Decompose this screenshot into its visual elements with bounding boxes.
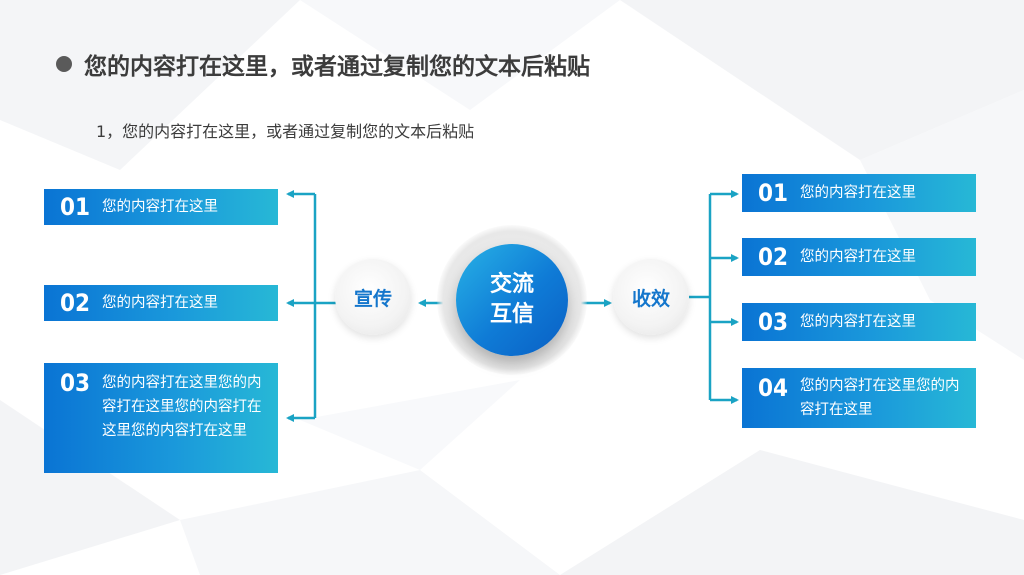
page-title: 您的内容打在这里，或者通过复制您的文本后粘贴	[84, 54, 590, 80]
right-item-text: 您的内容打在这里	[800, 249, 916, 265]
right-item-03: 03 您的内容打在这里	[742, 303, 976, 341]
left-item-number: 01	[60, 193, 91, 221]
left-item-03: 03 您的内容打在这里您的内容打在这里您的内容打在这里您的内容打在这里	[44, 363, 278, 473]
right-node-circle: 收效	[613, 259, 689, 335]
left-node-label: 宣传	[353, 287, 392, 310]
left-item-text: 您的内容打在这里	[102, 199, 218, 215]
right-item-text: 您的内容打在这里您的内容打在这里	[800, 378, 960, 418]
right-item-number: 02	[758, 243, 789, 271]
right-item-number: 04	[758, 374, 789, 402]
right-node-label: 收效	[631, 287, 670, 310]
right-item-01: 01 您的内容打在这里	[742, 174, 976, 212]
left-item-number: 03	[60, 369, 91, 397]
center-circle: 交流 互信	[456, 244, 568, 356]
right-item-02: 02 您的内容打在这里	[742, 238, 976, 276]
center-label-line1: 交流	[489, 272, 534, 297]
left-item-text: 您的内容打在这里	[102, 295, 218, 311]
right-item-text: 您的内容打在这里	[800, 314, 916, 330]
bullet-dot-icon	[56, 56, 72, 72]
right-item-number: 03	[758, 308, 789, 336]
left-node-circle: 宣传	[335, 259, 411, 335]
left-item-text: 您的内容打在这里您的内容打在这里您的内容打在这里您的内容打在这里	[102, 375, 262, 439]
right-item-number: 01	[758, 179, 789, 207]
right-item-text: 您的内容打在这里	[800, 185, 916, 201]
page-subtitle: 1，您的内容打在这里，或者通过复制您的文本后粘贴	[96, 122, 475, 141]
left-item-01: 01 您的内容打在这里	[44, 189, 278, 225]
title-row: 您的内容打在这里，或者通过复制您的文本后粘贴	[56, 48, 590, 80]
left-item-02: 02 您的内容打在这里	[44, 285, 278, 321]
left-item-number: 02	[60, 289, 91, 317]
center-label-line2: 互信	[489, 302, 534, 327]
right-item-04: 04 您的内容打在这里您的内容打在这里	[742, 368, 976, 428]
